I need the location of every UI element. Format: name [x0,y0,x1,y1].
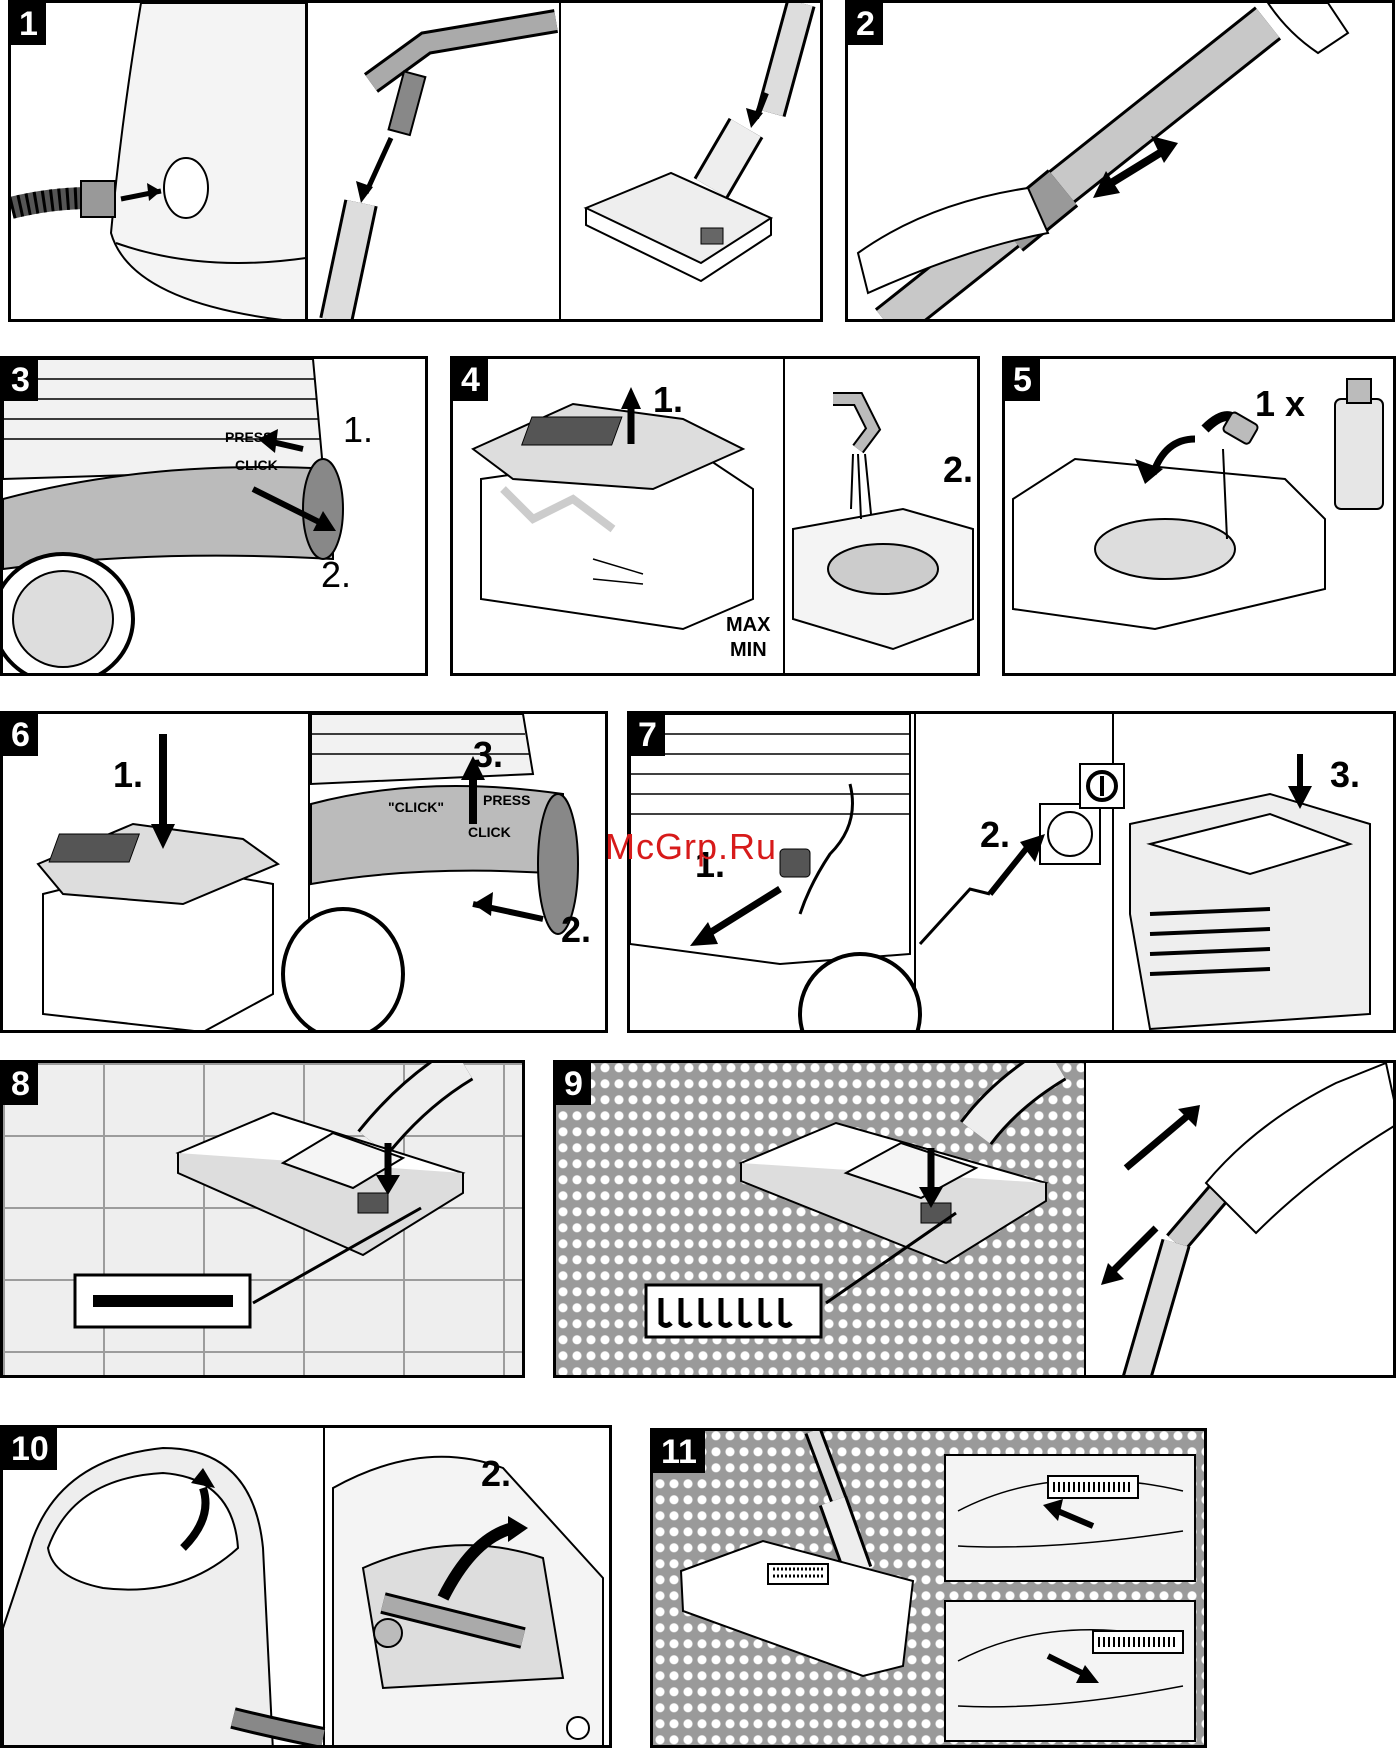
panel-5-number: 5 [1005,359,1040,401]
panel-9: 9 [553,1060,1396,1378]
panel-3-step-1: 1. [343,409,373,451]
panel-1-number: 1 [11,3,46,45]
panel-4-step-1: 1. [653,379,683,421]
panel-6-click-quote-label: "CLICK" [388,799,444,815]
panel-2-illustration [848,3,1395,322]
panel-3: 3 PRESS CLICK 1. 2. [0,356,428,676]
panel-10-step-2: 2. [481,1453,511,1495]
panel-3-click-label: CLICK [235,457,278,473]
panel-6-step-1: 1. [113,754,143,796]
panel-6-step-3: 3. [473,734,503,776]
panel-11-number: 11 [653,1431,705,1473]
panel-4: 4 1. 2. MAX MIN [450,356,980,676]
panel-9-number: 9 [556,1063,591,1105]
panel-7-number: 7 [630,714,665,756]
panel-8-illustration [3,1063,525,1378]
panel-10: 10 2. [0,1425,612,1748]
panel-1-illustration [11,3,823,322]
panel-4-illustration [453,359,980,676]
panel-10-illustration [3,1428,612,1748]
panel-7: 7 1. 2. 3. [627,711,1396,1033]
panel-10-number: 10 [3,1428,57,1470]
panel-11-illustration [653,1431,1207,1748]
panel-3-number: 3 [3,359,38,401]
panel-8-number: 8 [3,1063,38,1105]
panel-2-number: 2 [848,3,883,45]
panel-3-step-2: 2. [321,554,351,596]
panel-4-max-label: MAX [726,614,770,637]
panel-11: 11 [650,1428,1207,1748]
panel-6-step-2: 2. [561,909,591,951]
panel-7-step-2: 2. [980,814,1010,856]
panel-3-illustration [3,359,428,676]
panel-9-illustration [556,1063,1396,1378]
panel-6-press-label: PRESS [483,792,530,808]
panel-1: 1 [8,0,823,322]
panel-8: 8 [0,1060,525,1378]
panel-6: 6 1. 3. 2. "CLICK" PRESS CLICK [0,711,608,1033]
watermark: McGrp.Ru [605,826,777,868]
panel-2: 2 [845,0,1395,322]
panel-5-illustration [1005,359,1396,676]
panel-5: 5 1 x [1002,356,1396,676]
panel-6-click-label: CLICK [468,824,511,840]
panel-4-min-label: MIN [730,639,767,662]
panel-7-step-3: 3. [1330,754,1360,796]
panel-4-step-2: 2. [943,449,973,491]
panel-5-quantity-label: 1 x [1255,383,1305,425]
panel-4-number: 4 [453,359,488,401]
panel-3-press-label: PRESS [225,429,272,445]
panel-7-illustration [630,714,1396,1033]
panel-6-number: 6 [3,714,38,756]
panel-6-illustration [3,714,608,1033]
